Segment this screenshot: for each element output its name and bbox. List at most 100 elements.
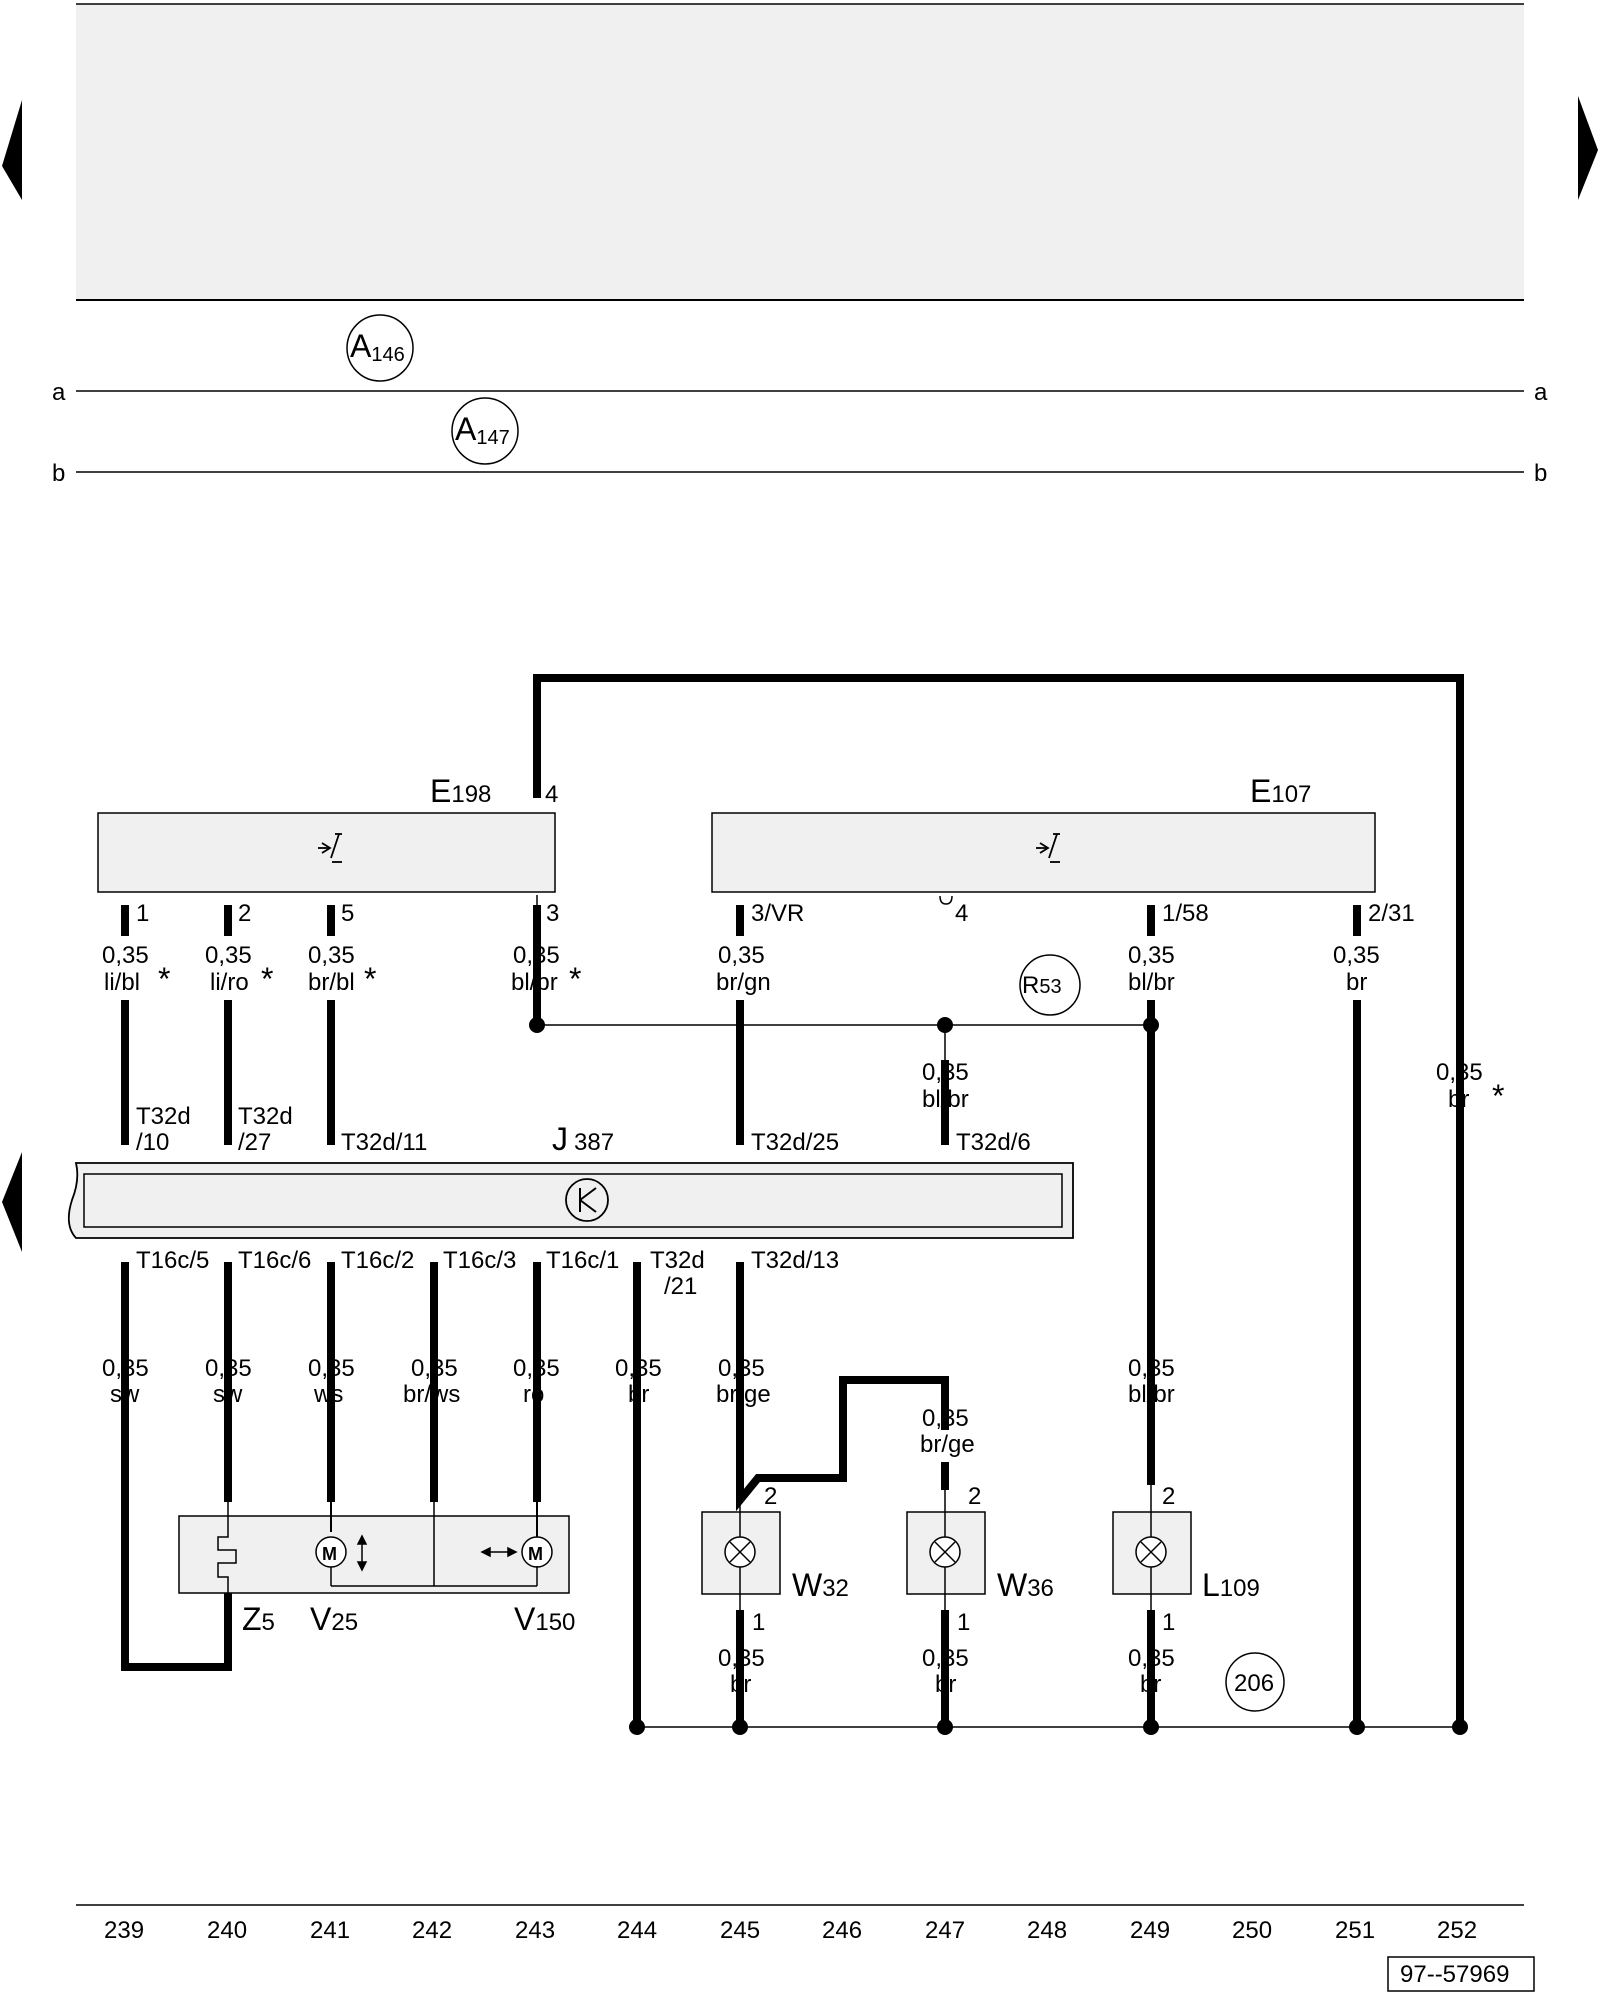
- footer-column-numbers: 239 240 241 242 243 244 245 246 247 248 …: [104, 1917, 1477, 1944]
- conn-t16c-5: T16c/5: [136, 1247, 209, 1274]
- wire-b1-color: sw: [110, 1381, 140, 1408]
- col-242: 242: [412, 1917, 452, 1944]
- wire-w231-size: 0,35: [1333, 942, 1380, 969]
- doc-number: 97--57969: [1400, 1961, 1509, 1988]
- wire-w2-size: 0,35: [205, 942, 252, 969]
- conn-t16c-6: T16c/6: [238, 1247, 311, 1274]
- col-243: 243: [515, 1917, 555, 1944]
- v25-label: V25: [310, 1601, 358, 1637]
- wire-g1-color: br: [730, 1671, 751, 1698]
- col-252: 252: [1437, 1917, 1477, 1944]
- e198-pin-2: 2: [238, 900, 251, 927]
- e107-switch-icon: [1036, 833, 1060, 863]
- wire-wt6-color: bl/br: [922, 1086, 969, 1113]
- wire-b8-color: br/ge: [920, 1431, 975, 1458]
- j387-icon-glyph: [579, 1187, 597, 1213]
- wire-b6-color: br: [628, 1381, 649, 1408]
- e107-pin-4-stub: [939, 895, 953, 905]
- ref-a147-circle: [451, 397, 519, 465]
- ref-r53-label: R53: [1022, 972, 1062, 999]
- pin-stubs: [121, 905, 1361, 1640]
- wire-g3-color: br: [1140, 1671, 1161, 1698]
- ref-r53-circle: [1019, 954, 1081, 1016]
- wire-right-color: br: [1448, 1086, 1469, 1113]
- v150-motor-symbol: [521, 1502, 553, 1586]
- e107-pin-3vr: 3/VR: [751, 900, 804, 927]
- prev-page-arrow-icon[interactable]: [2, 100, 22, 200]
- wire-w3vr-color: br/gn: [716, 969, 771, 996]
- ref-a146-circle: [346, 314, 414, 382]
- wire-w158-color: bl/br: [1128, 969, 1175, 996]
- next-page-arrow-icon[interactable]: [1578, 96, 1598, 200]
- prev-section-arrow-icon[interactable]: [2, 1152, 22, 1252]
- e107-pin-4: 4: [955, 900, 968, 927]
- v150-left-right-arrow-icon: [480, 1546, 518, 1558]
- wire-b6-size: 0,35: [615, 1355, 662, 1382]
- conn-t32d-10: T32d/10: [136, 1103, 191, 1156]
- ground-206-circle: [1225, 1652, 1285, 1712]
- col-249: 249: [1130, 1917, 1170, 1944]
- wire-b8-size: 0,35: [922, 1405, 969, 1432]
- wire-b4-color: br/ws: [403, 1381, 460, 1408]
- wire-b9-size: 0,35: [1128, 1355, 1175, 1382]
- wire-w1-color: li/bl: [104, 969, 140, 996]
- doc-number-box: [1387, 1956, 1535, 1992]
- col-250: 250: [1232, 1917, 1272, 1944]
- bus-b-right-label: b: [1534, 460, 1547, 487]
- motor-module-box[interactable]: [178, 1515, 570, 1594]
- l109-lamp[interactable]: [1112, 1485, 1192, 1610]
- wire-b4-size: 0,35: [411, 1355, 458, 1382]
- col-244: 244: [617, 1917, 657, 1944]
- e198-box[interactable]: [97, 812, 556, 893]
- col-241: 241: [310, 1917, 350, 1944]
- col-239: 239: [104, 1917, 144, 1944]
- ref-a146-label: A146: [350, 328, 405, 366]
- conn-t16c-3: T16c/3: [443, 1247, 516, 1274]
- ground-206-label: 206: [1234, 1670, 1274, 1697]
- wire-w2-mark: *: [261, 961, 273, 997]
- col-246: 246: [822, 1917, 862, 1944]
- col-251: 251: [1335, 1917, 1375, 1944]
- wire-b9-color: bl/br: [1128, 1381, 1175, 1408]
- wire-w2-color: li/ro: [210, 969, 249, 996]
- wire-b5-color: ro: [523, 1381, 544, 1408]
- e198-label: E198: [430, 773, 491, 809]
- v150-label: V150: [514, 1601, 575, 1637]
- v25-up-down-arrow-icon: [356, 1534, 368, 1572]
- wire-w1-size: 0,35: [102, 942, 149, 969]
- e198-pin-3: 3: [546, 900, 559, 927]
- e107-box[interactable]: [711, 812, 1376, 893]
- l109-pin-2: 2: [1162, 1483, 1175, 1510]
- e198-pin-1: 1: [136, 900, 149, 927]
- wire-g2-size: 0,35: [922, 1645, 969, 1672]
- wire-b3-color: ws: [313, 1381, 343, 1408]
- conn-t16c-1: T16c/1: [546, 1247, 619, 1274]
- wire-b2-color: sw: [213, 1381, 243, 1408]
- wire-w3vr-size: 0,35: [718, 942, 765, 969]
- bus-a-left-label: a: [52, 379, 66, 406]
- v25-motor-label: M: [322, 1544, 337, 1564]
- e198-pin-4: 4: [545, 781, 558, 808]
- wire-b3-size: 0,35: [308, 1355, 355, 1382]
- wire-w3-size: 0,35: [513, 942, 560, 969]
- l109-pin-1: 1: [1162, 1609, 1175, 1636]
- v150-motor-label: M: [528, 1544, 543, 1564]
- thin-wires: [536, 895, 1460, 1728]
- wire-b1-size: 0,35: [102, 1355, 149, 1382]
- conn-t32d-13: T32d/13: [751, 1247, 839, 1274]
- bus-b-left-label: b: [52, 460, 65, 487]
- wire-w158-size: 0,35: [1128, 942, 1175, 969]
- w36-lamp[interactable]: [906, 1490, 986, 1610]
- w36-pin-1: 1: [957, 1609, 970, 1636]
- col-240: 240: [207, 1917, 247, 1944]
- l109-label: L109: [1202, 1567, 1260, 1603]
- w32-label: W32: [792, 1567, 849, 1603]
- e107-pin-231: 2/31: [1368, 900, 1415, 927]
- v25-motor-symbol: [315, 1502, 347, 1586]
- wire-g1-size: 0,35: [718, 1645, 765, 1672]
- w32-lamp[interactable]: [701, 1500, 781, 1610]
- wire-right-mark: *: [1492, 1078, 1504, 1114]
- e107-label: E107: [1250, 773, 1311, 809]
